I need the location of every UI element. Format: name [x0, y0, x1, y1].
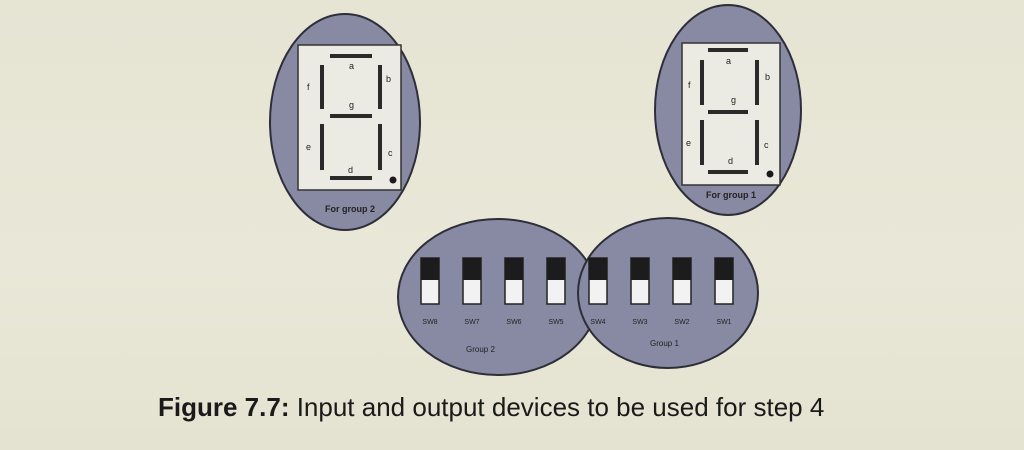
- switch-actuator: [631, 258, 649, 280]
- segment-e: [320, 124, 324, 170]
- segment-label-f: f: [688, 80, 691, 90]
- dip-switch-sw7[interactable]: SW7: [462, 257, 482, 326]
- switch-label: SW2: [674, 319, 689, 326]
- display-group-1: a b f g e c d For group 1: [654, 4, 802, 216]
- segment-c: [755, 120, 759, 165]
- segment-label-g: g: [731, 95, 736, 105]
- display-caption: For group 1: [706, 190, 756, 200]
- segment-g: [708, 110, 748, 114]
- switch-label: SW1: [716, 319, 731, 326]
- segment-g: [330, 114, 372, 118]
- switch-label: SW3: [632, 319, 647, 326]
- dip-switch-sw1[interactable]: SW1: [714, 257, 734, 326]
- dip-switch-sw3[interactable]: SW3: [630, 257, 650, 326]
- switch-label: SW8: [422, 319, 437, 326]
- figure-caption: Figure 7.7: Input and output devices to …: [158, 392, 1018, 423]
- dip-switch-sw4[interactable]: SW4: [588, 257, 608, 326]
- display-group-2: a b f g e c d For group 2: [269, 13, 421, 231]
- group-label: Group 1: [650, 339, 679, 348]
- segment-label-e: e: [306, 142, 311, 152]
- switch-actuator: [589, 258, 607, 280]
- figure-number: Figure 7.7:: [158, 392, 290, 422]
- segment-label-c: c: [388, 148, 393, 158]
- segment-label-c: c: [764, 140, 769, 150]
- segment-b: [378, 65, 382, 109]
- display-caption: For group 2: [325, 204, 375, 214]
- segment-e: [700, 120, 704, 165]
- dip-switch-sw5[interactable]: SW5: [546, 257, 566, 326]
- switch-label: SW6: [506, 319, 521, 326]
- segment-label-e: e: [686, 138, 691, 148]
- segment-label-d: d: [728, 156, 733, 166]
- switch-actuator: [715, 258, 733, 280]
- switch-label: SW5: [548, 319, 563, 326]
- decimal-point: [766, 170, 774, 178]
- segment-label-d: d: [348, 165, 353, 175]
- dip-switch-sw2[interactable]: SW2: [672, 257, 692, 326]
- switch-actuator: [547, 258, 565, 280]
- dip-switch-sw8[interactable]: SW8: [420, 257, 440, 326]
- segment-a: [330, 54, 372, 58]
- segment-label-f: f: [307, 82, 310, 92]
- segment-label-g: g: [349, 100, 354, 110]
- switch-actuator: [505, 258, 523, 280]
- switch-label: SW4: [590, 319, 605, 326]
- segment-f: [320, 65, 324, 109]
- segment-label-a: a: [726, 56, 731, 66]
- segment-d: [330, 176, 372, 180]
- switch-group-oval: [577, 217, 759, 369]
- segment-label-a: a: [349, 61, 354, 71]
- switch-actuator: [673, 258, 691, 280]
- segment-d: [708, 170, 748, 174]
- segment-a: [708, 48, 748, 52]
- figure-caption-text: Input and output devices to be used for …: [289, 392, 825, 422]
- group-label: Group 2: [466, 345, 495, 354]
- dip-switch-sw6[interactable]: SW6: [504, 257, 524, 326]
- switch-actuator: [463, 258, 481, 280]
- segment-f: [700, 60, 704, 105]
- switch-label: SW7: [464, 319, 479, 326]
- segment-b: [755, 60, 759, 105]
- segment-c: [378, 124, 382, 170]
- segment-label-b: b: [386, 74, 391, 84]
- segment-label-b: b: [765, 72, 770, 82]
- decimal-point: [389, 176, 397, 184]
- switch-actuator: [421, 258, 439, 280]
